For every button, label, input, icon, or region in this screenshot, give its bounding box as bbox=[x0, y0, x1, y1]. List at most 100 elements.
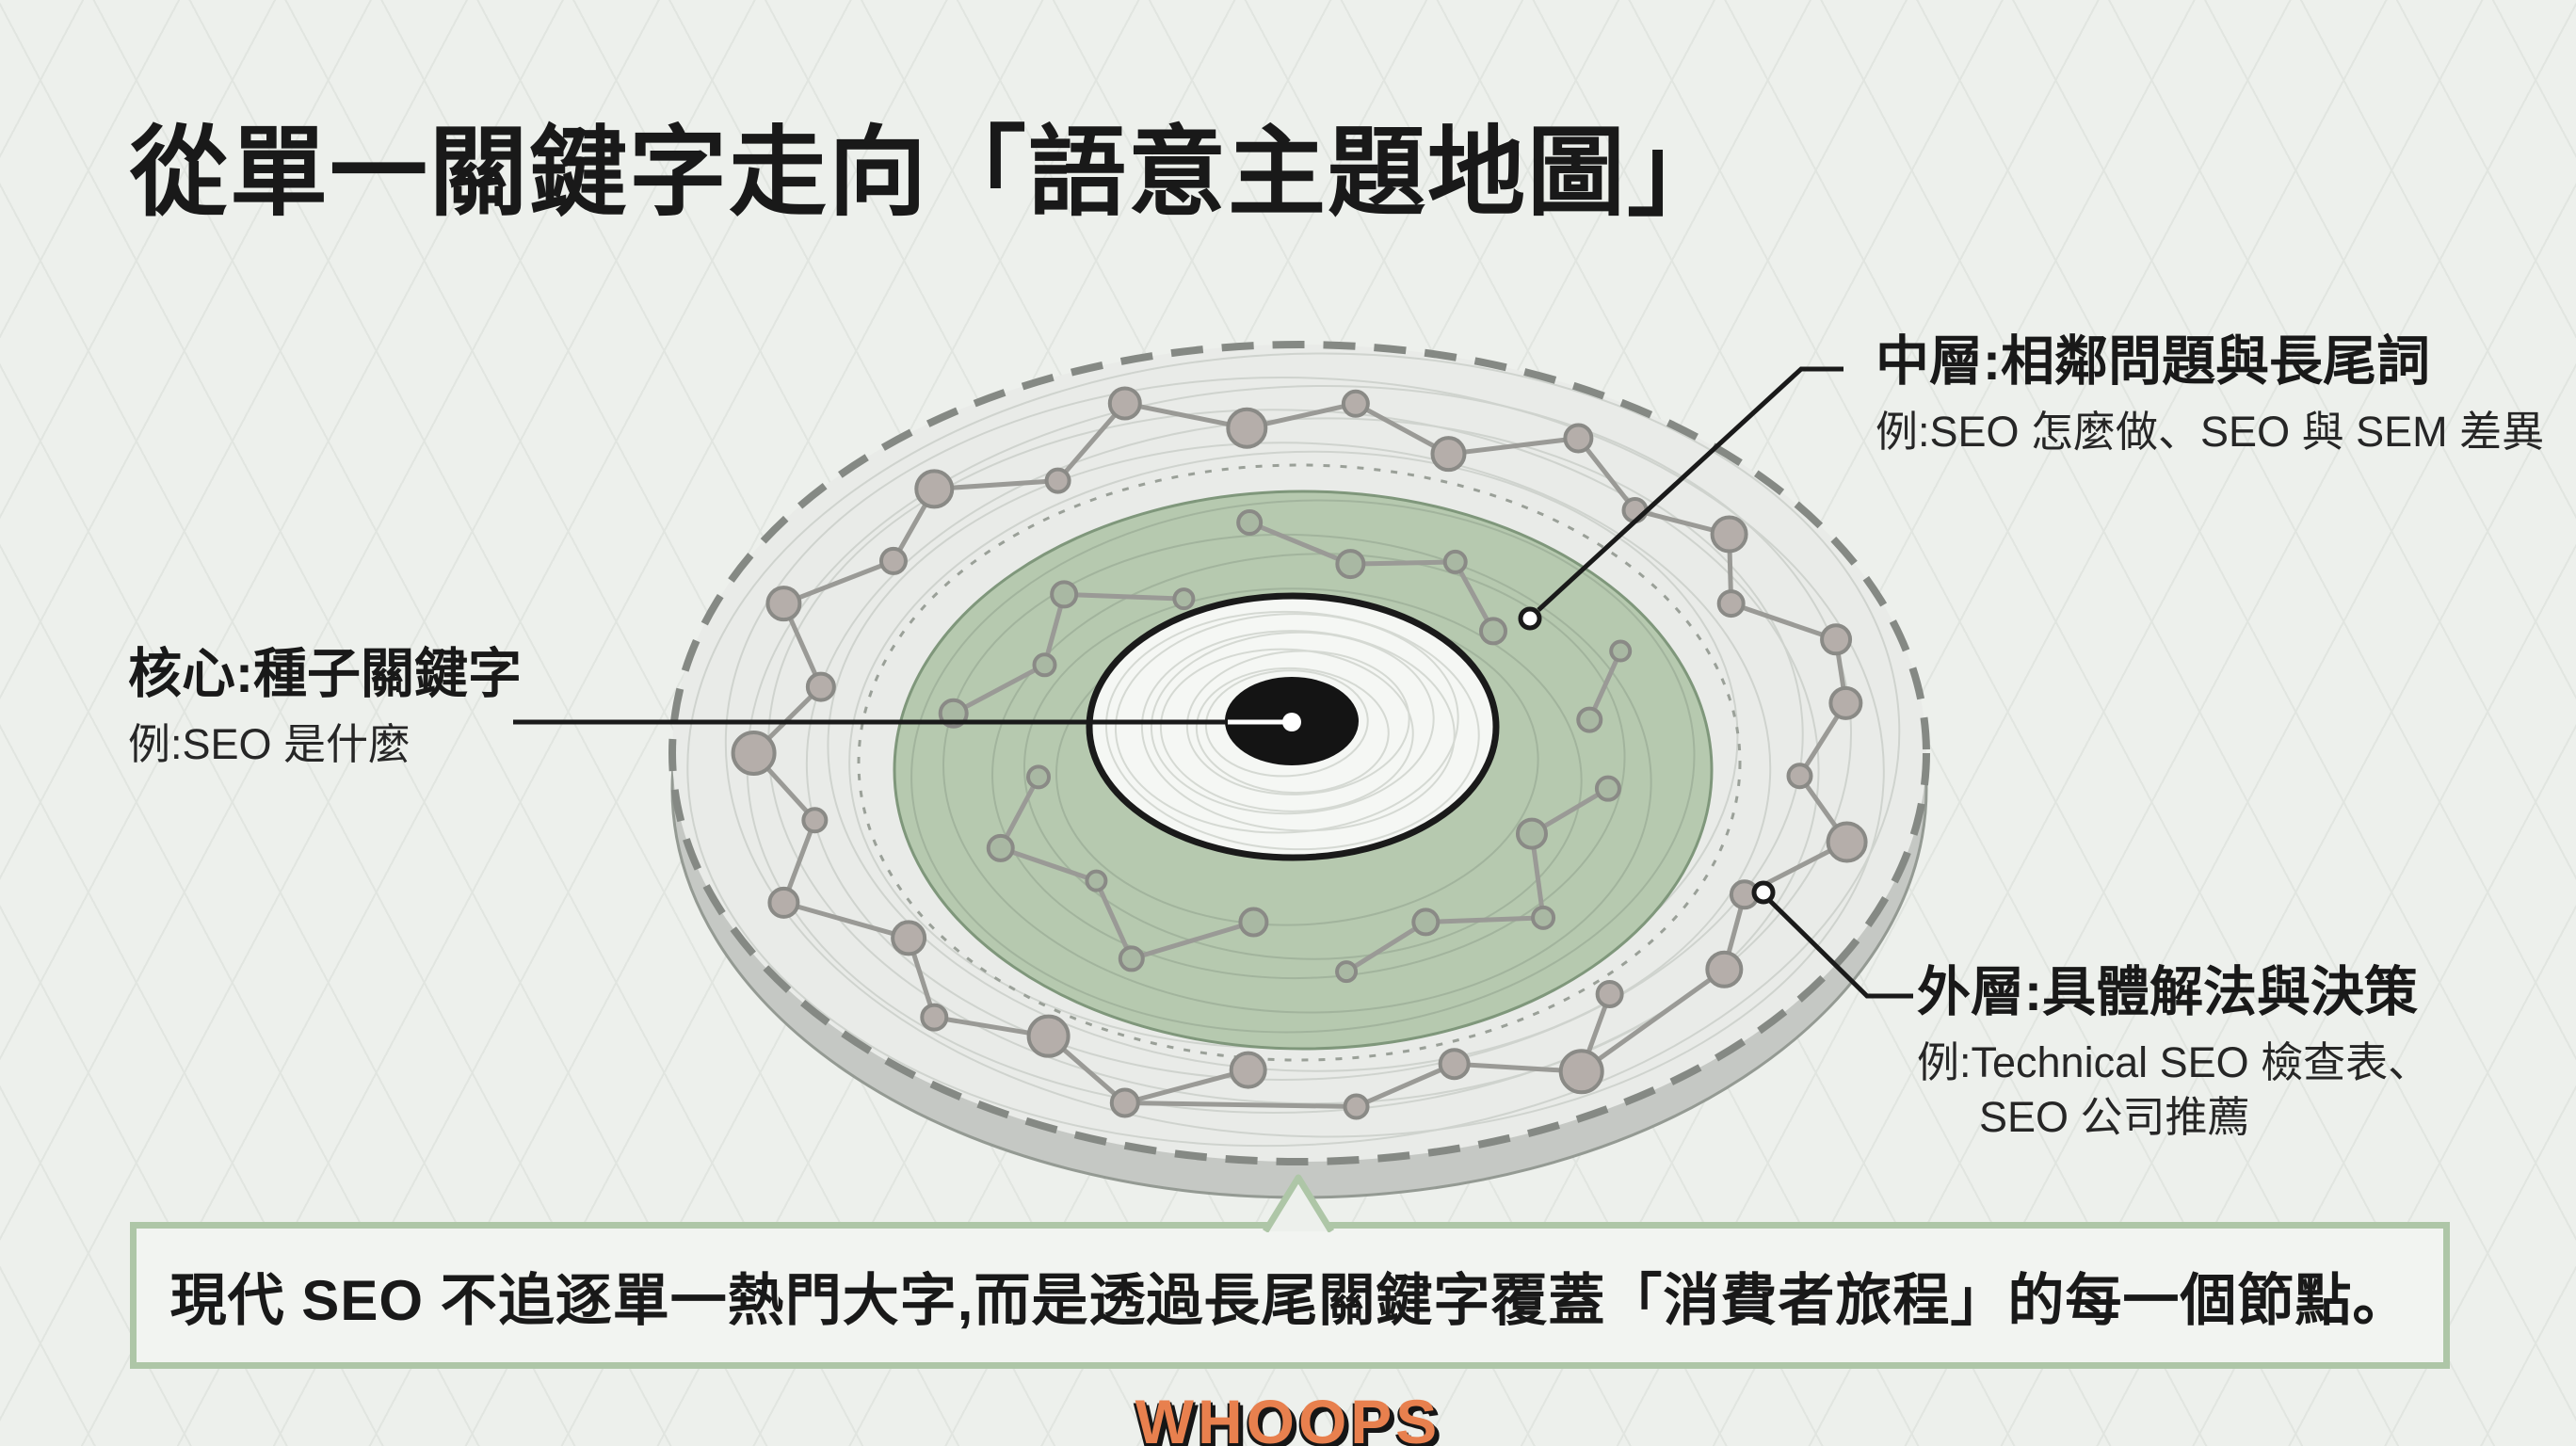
network-node bbox=[1236, 509, 1264, 537]
network-edge bbox=[1124, 401, 1248, 431]
outer-callout-marker bbox=[1751, 880, 1776, 905]
network-node bbox=[1826, 821, 1868, 863]
middle-layer-ring bbox=[893, 490, 1714, 1051]
network-edge bbox=[781, 819, 817, 904]
network-edge bbox=[1246, 401, 1357, 431]
summary-text: 現代 SEO 不追逐單一熱門大字,而是透過長尾關鍵字覆蓋「消費者旅程」的每一個節… bbox=[169, 1268, 2410, 1332]
network-node bbox=[1479, 617, 1508, 646]
network-edge bbox=[1530, 786, 1610, 836]
network-edge bbox=[1529, 833, 1546, 919]
network-node bbox=[765, 586, 802, 622]
network-edge bbox=[1743, 840, 1848, 897]
network-node bbox=[1595, 979, 1624, 1008]
contour-line bbox=[1022, 587, 1583, 960]
network-node bbox=[1558, 1049, 1604, 1095]
network-edge bbox=[1344, 920, 1427, 974]
network-node bbox=[1107, 386, 1142, 421]
network-edge bbox=[933, 1015, 1050, 1039]
network-node bbox=[914, 469, 955, 509]
outer-layer-example-line1: 例:Technical SEO 檢查表、 bbox=[1917, 1037, 2431, 1086]
network-node bbox=[1828, 685, 1863, 720]
network-node bbox=[1238, 907, 1269, 938]
network-node bbox=[767, 886, 800, 919]
network-edge bbox=[952, 663, 1046, 716]
middle-callout-line bbox=[1537, 366, 1843, 612]
network-node bbox=[1621, 496, 1649, 523]
network-edge bbox=[1721, 893, 1747, 971]
network-edge bbox=[1055, 401, 1127, 483]
contour-line bbox=[1204, 669, 1369, 778]
network-node bbox=[891, 920, 927, 956]
contour-line bbox=[686, 352, 1901, 1148]
network-edge bbox=[1046, 1034, 1127, 1105]
core-callout-dot bbox=[1282, 713, 1301, 731]
network-edge bbox=[782, 900, 910, 940]
network-node bbox=[1531, 905, 1556, 930]
outer-callout-line bbox=[1768, 899, 1913, 999]
network-node bbox=[1032, 652, 1057, 678]
network-node bbox=[1515, 817, 1548, 850]
network-edge bbox=[1131, 920, 1255, 961]
network-node bbox=[1594, 775, 1621, 802]
outer-layer-example-line2: SEO 公司推薦 bbox=[1979, 1093, 2250, 1142]
network-node bbox=[1026, 1014, 1071, 1058]
contour-line bbox=[1159, 648, 1414, 812]
contour-line bbox=[827, 442, 1772, 1072]
outer-dashed-border bbox=[668, 341, 1930, 1165]
network-node bbox=[1335, 549, 1366, 580]
network-edge bbox=[1042, 593, 1067, 666]
core-label-title: 核心:種子關鍵字 bbox=[128, 644, 522, 704]
contour-line bbox=[1055, 607, 1539, 926]
network-edge bbox=[1094, 879, 1135, 960]
contour-line bbox=[1185, 650, 1410, 795]
page-title: 從單一關鍵字走向「語意主題地圖」 bbox=[130, 119, 1728, 228]
network-edge bbox=[1425, 915, 1544, 924]
network-node bbox=[1705, 950, 1744, 988]
network-node bbox=[1172, 587, 1196, 611]
contour-line bbox=[724, 377, 1885, 1138]
network-edge bbox=[751, 684, 823, 755]
contour-line bbox=[1150, 631, 1435, 815]
network-edge bbox=[1580, 967, 1726, 1074]
network-node bbox=[1716, 589, 1746, 619]
network-node bbox=[878, 546, 908, 575]
middle-callout-marker bbox=[1518, 606, 1542, 631]
network-node bbox=[1343, 1093, 1370, 1120]
middle-layer-label-example: 例:SEO 怎麼做、SEO 與 SEM 差異 bbox=[1876, 407, 2545, 456]
network-edge bbox=[1727, 534, 1734, 604]
network-edge bbox=[1797, 774, 1849, 844]
middle-layer-label: 中層:相鄰問題與長尾詞 例:SEO 怎麼做、SEO 與 SEM 差異 bbox=[1876, 331, 2544, 459]
contour-line bbox=[910, 499, 1696, 1034]
network-node bbox=[1229, 1051, 1267, 1089]
summary-box-notch bbox=[1263, 1174, 1334, 1232]
network-node bbox=[1609, 639, 1633, 663]
network-edge bbox=[999, 845, 1098, 884]
network-node bbox=[1576, 706, 1603, 733]
network-node bbox=[1335, 960, 1359, 984]
network-edge bbox=[998, 776, 1041, 850]
network-edge bbox=[1124, 1068, 1249, 1105]
network-edge bbox=[1730, 601, 1837, 642]
network-node bbox=[731, 731, 777, 776]
disk-rim bbox=[670, 378, 1928, 1199]
network-edge bbox=[1579, 993, 1612, 1073]
network-edge bbox=[1833, 638, 1848, 704]
network-node bbox=[1430, 436, 1467, 473]
network-edge bbox=[1448, 436, 1579, 457]
network-node bbox=[1085, 869, 1108, 892]
contour-line bbox=[1114, 613, 1459, 834]
network-edge bbox=[1576, 436, 1637, 512]
inner-zone bbox=[1086, 592, 1500, 861]
network-node bbox=[1109, 1087, 1140, 1118]
network-edge bbox=[782, 558, 894, 606]
contour-line bbox=[942, 533, 1652, 1014]
contour-line bbox=[848, 450, 1739, 1049]
network-node bbox=[801, 807, 829, 834]
network-node bbox=[938, 698, 969, 729]
network-edge bbox=[1124, 1100, 1357, 1110]
network-edge bbox=[1354, 401, 1450, 457]
middle-outer-boundary bbox=[857, 463, 1742, 1062]
summary-box: 現代 SEO 不追逐單一熱門大字,而是透過長尾關鍵字覆蓋「消費者旅程」的每一個節… bbox=[130, 1174, 2450, 1369]
outer-layer-label-example: 例:Technical SEO 檢查表、 SEO 公司推薦 bbox=[1917, 1036, 2430, 1146]
